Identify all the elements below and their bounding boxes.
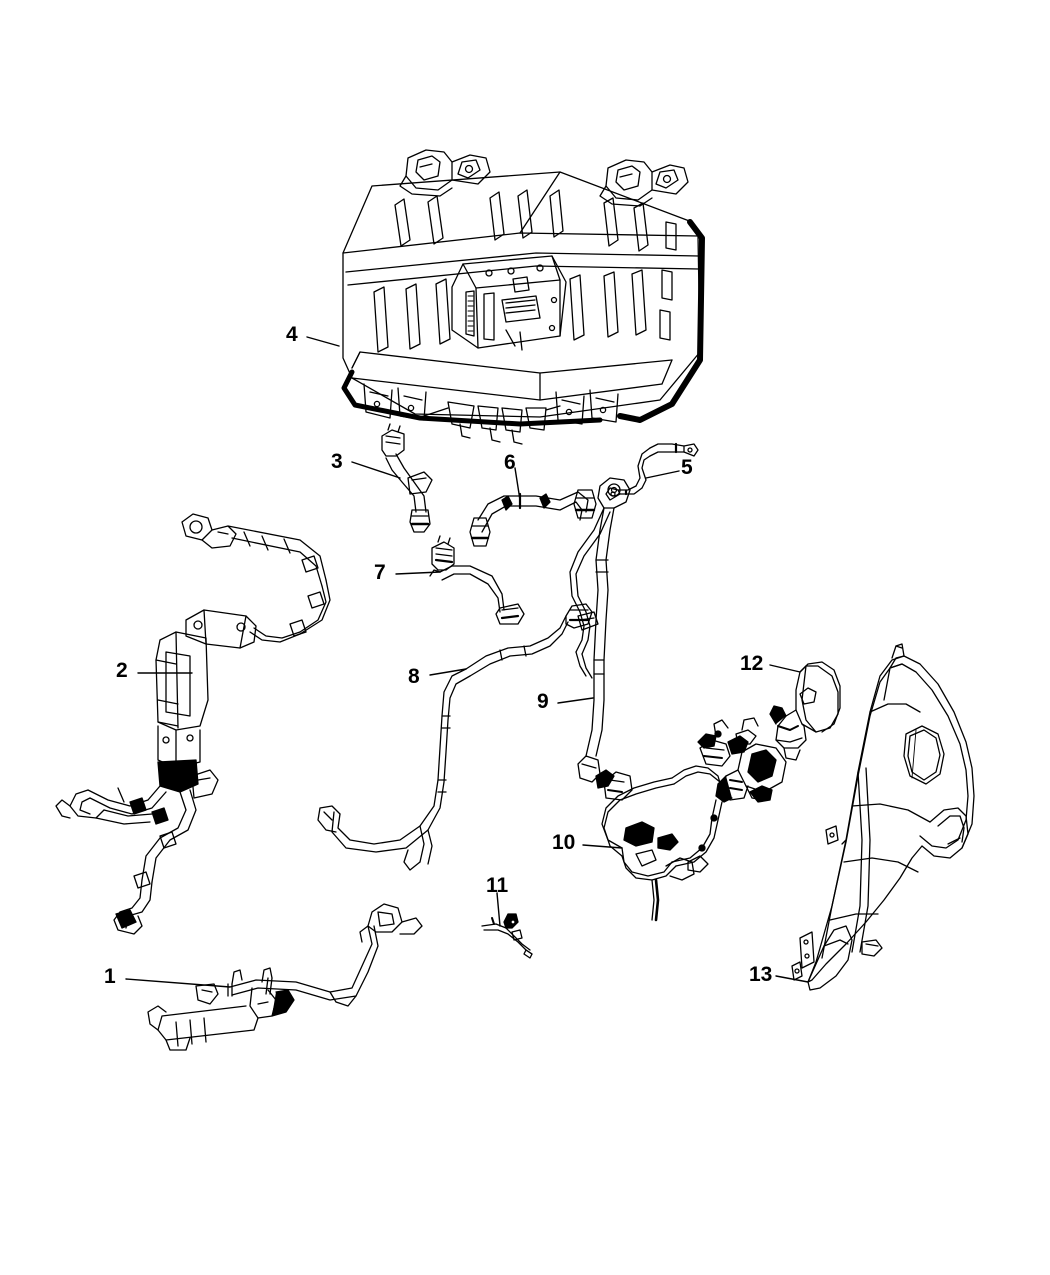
leader-6 [514, 467, 521, 501]
callout-number-8[interactable]: 8 [408, 665, 420, 688]
callout-number-6[interactable]: 6 [504, 451, 516, 474]
battery-mount-bracket-left [399, 149, 491, 197]
leader-3 [351, 461, 401, 479]
callout-number-1[interactable]: 1 [104, 965, 116, 988]
high-voltage-battery-pack [341, 149, 705, 445]
callout-number-2[interactable]: 2 [116, 659, 128, 682]
front-fender-panel [791, 643, 975, 991]
leader-9 [557, 697, 594, 704]
leader-5 [645, 470, 680, 479]
rear-underbody-wiring-harness [147, 903, 423, 1051]
high-voltage-battery-cable-assembly [55, 513, 331, 935]
ground-eyelet-terminal [481, 913, 533, 959]
callout-number-12[interactable]: 12 [740, 652, 764, 675]
leader-1 [125, 978, 231, 988]
leader-12 [769, 664, 801, 673]
callout-number-3[interactable]: 3 [331, 450, 343, 473]
battery-mount-bracket-right [599, 159, 689, 207]
callout-number-13[interactable]: 13 [749, 963, 773, 986]
callout-number-9[interactable]: 9 [537, 690, 549, 713]
battery-coolant-hose-short [381, 423, 433, 533]
leader-8 [429, 668, 467, 676]
leader-13 [775, 975, 809, 983]
leader-10 [582, 844, 623, 849]
front-end-module-wiring-harness [595, 717, 787, 922]
outside-rearview-mirror [769, 661, 841, 761]
callout-leader-lines [125, 336, 809, 988]
battery-sensor-jumper-harness [429, 535, 525, 625]
leader-7 [395, 571, 441, 575]
leader-11 [496, 892, 501, 927]
callout-number-11[interactable]: 11 [486, 874, 509, 897]
callout-number-7[interactable]: 7 [374, 561, 386, 584]
battery-vent-tube-assembly [469, 489, 597, 547]
callout-number-5[interactable]: 5 [681, 456, 693, 479]
callout-number-4[interactable]: 4 [286, 323, 298, 346]
leader-4 [306, 336, 340, 347]
front-floor-wiring-harness [317, 603, 593, 871]
callout-number-10[interactable]: 10 [552, 831, 576, 854]
